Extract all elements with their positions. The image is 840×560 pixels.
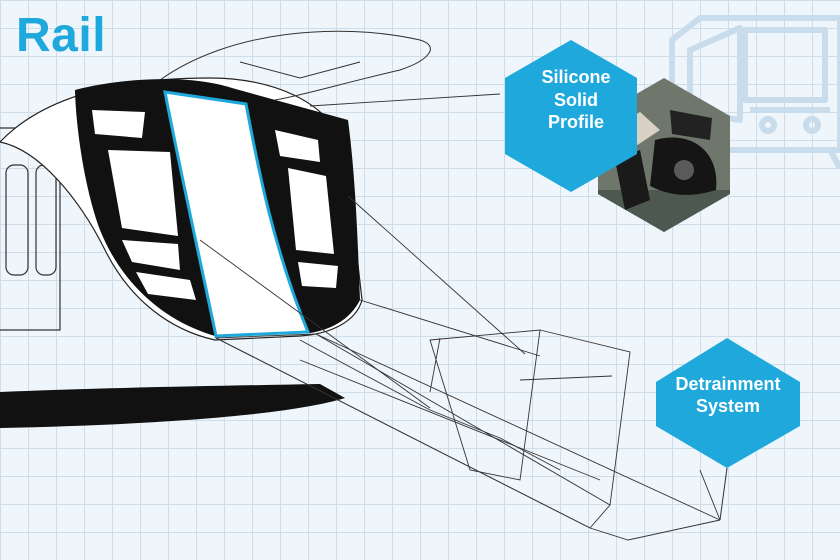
detrainment-ramp (199, 93, 721, 541)
detrainment-callout (656, 338, 800, 468)
silicone-profile-label: Silicone Solid Profile (541, 67, 611, 133)
page-title: Rail (16, 9, 107, 62)
train-underbody (0, 384, 345, 428)
roof-fin (159, 30, 431, 101)
cab-windows (92, 110, 338, 300)
detrainment-system-label: Detrainment System (675, 373, 781, 417)
cab-door (163, 90, 311, 338)
